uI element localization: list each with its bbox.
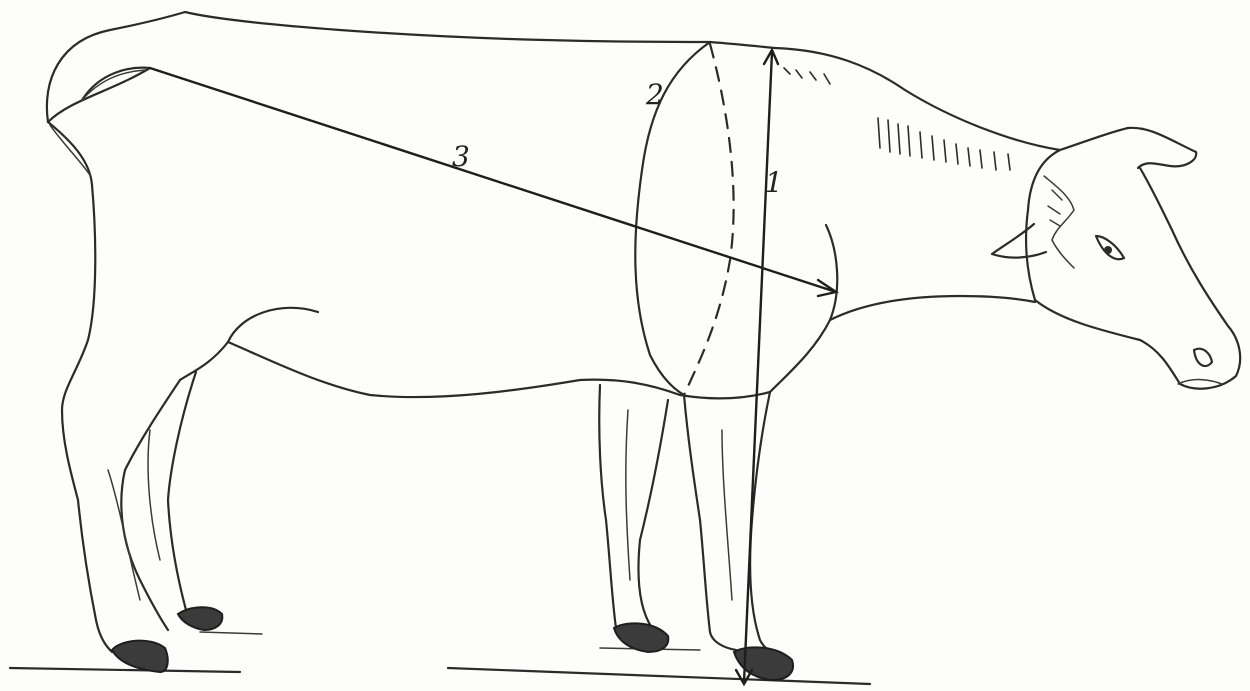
cow-nostril bbox=[1194, 349, 1212, 366]
label-oblique-body-length: 3 bbox=[452, 140, 470, 173]
hoof-fore-near bbox=[734, 647, 793, 680]
cow-back-line bbox=[47, 12, 1128, 150]
foreleg-far bbox=[599, 385, 616, 628]
hind-leg-far bbox=[168, 372, 196, 610]
label-chest-girth: 2 bbox=[645, 78, 664, 111]
ground-line-rear bbox=[10, 668, 240, 672]
cow-belly-line bbox=[228, 342, 770, 398]
measure-oblique-body-length bbox=[150, 68, 836, 296]
horn-right bbox=[1128, 128, 1196, 168]
horn-left bbox=[992, 224, 1046, 258]
ground-line-hind-far bbox=[200, 632, 262, 634]
foreleg-near bbox=[684, 395, 736, 650]
chest-girth-dashed bbox=[684, 44, 734, 395]
cow-head bbox=[992, 128, 1240, 389]
cow-tailhead bbox=[48, 68, 150, 122]
measure-height-at-withers bbox=[736, 50, 778, 684]
hind-leg-near bbox=[78, 500, 112, 652]
hoof-hind-far bbox=[178, 607, 222, 630]
cow-flank bbox=[180, 308, 318, 380]
ground-line-front bbox=[448, 668, 870, 684]
neck-hatching bbox=[784, 68, 1010, 170]
cow-neck-underline bbox=[830, 296, 1035, 320]
hoof-hind-near bbox=[112, 641, 168, 672]
cow-rear-line bbox=[48, 122, 95, 500]
label-height-at-withers: 1 bbox=[765, 166, 783, 199]
cow-shoulder bbox=[770, 225, 837, 392]
